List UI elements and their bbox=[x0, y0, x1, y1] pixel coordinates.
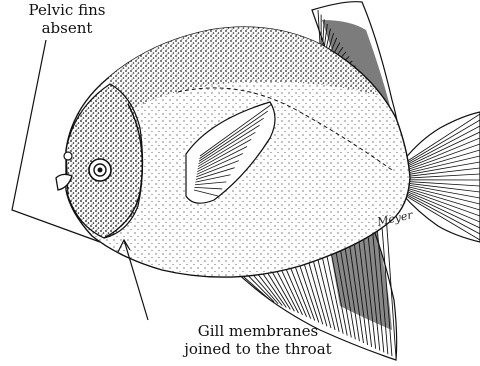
pelvic-fins-label: Pelvic fins absent bbox=[12, 1, 122, 37]
gill-membranes-label-line2: joined to the throat bbox=[158, 340, 358, 358]
pelvic-fins-label-line2: absent bbox=[12, 19, 122, 37]
fish-eye bbox=[89, 159, 111, 181]
gill-membranes-label: Gill membranes joined to the throat bbox=[158, 322, 358, 358]
pelvic-fins-label-line1: Pelvic fins bbox=[12, 1, 122, 19]
caudal-fin bbox=[404, 112, 480, 242]
gill-membranes-label-line1: Gill membranes bbox=[158, 322, 358, 340]
